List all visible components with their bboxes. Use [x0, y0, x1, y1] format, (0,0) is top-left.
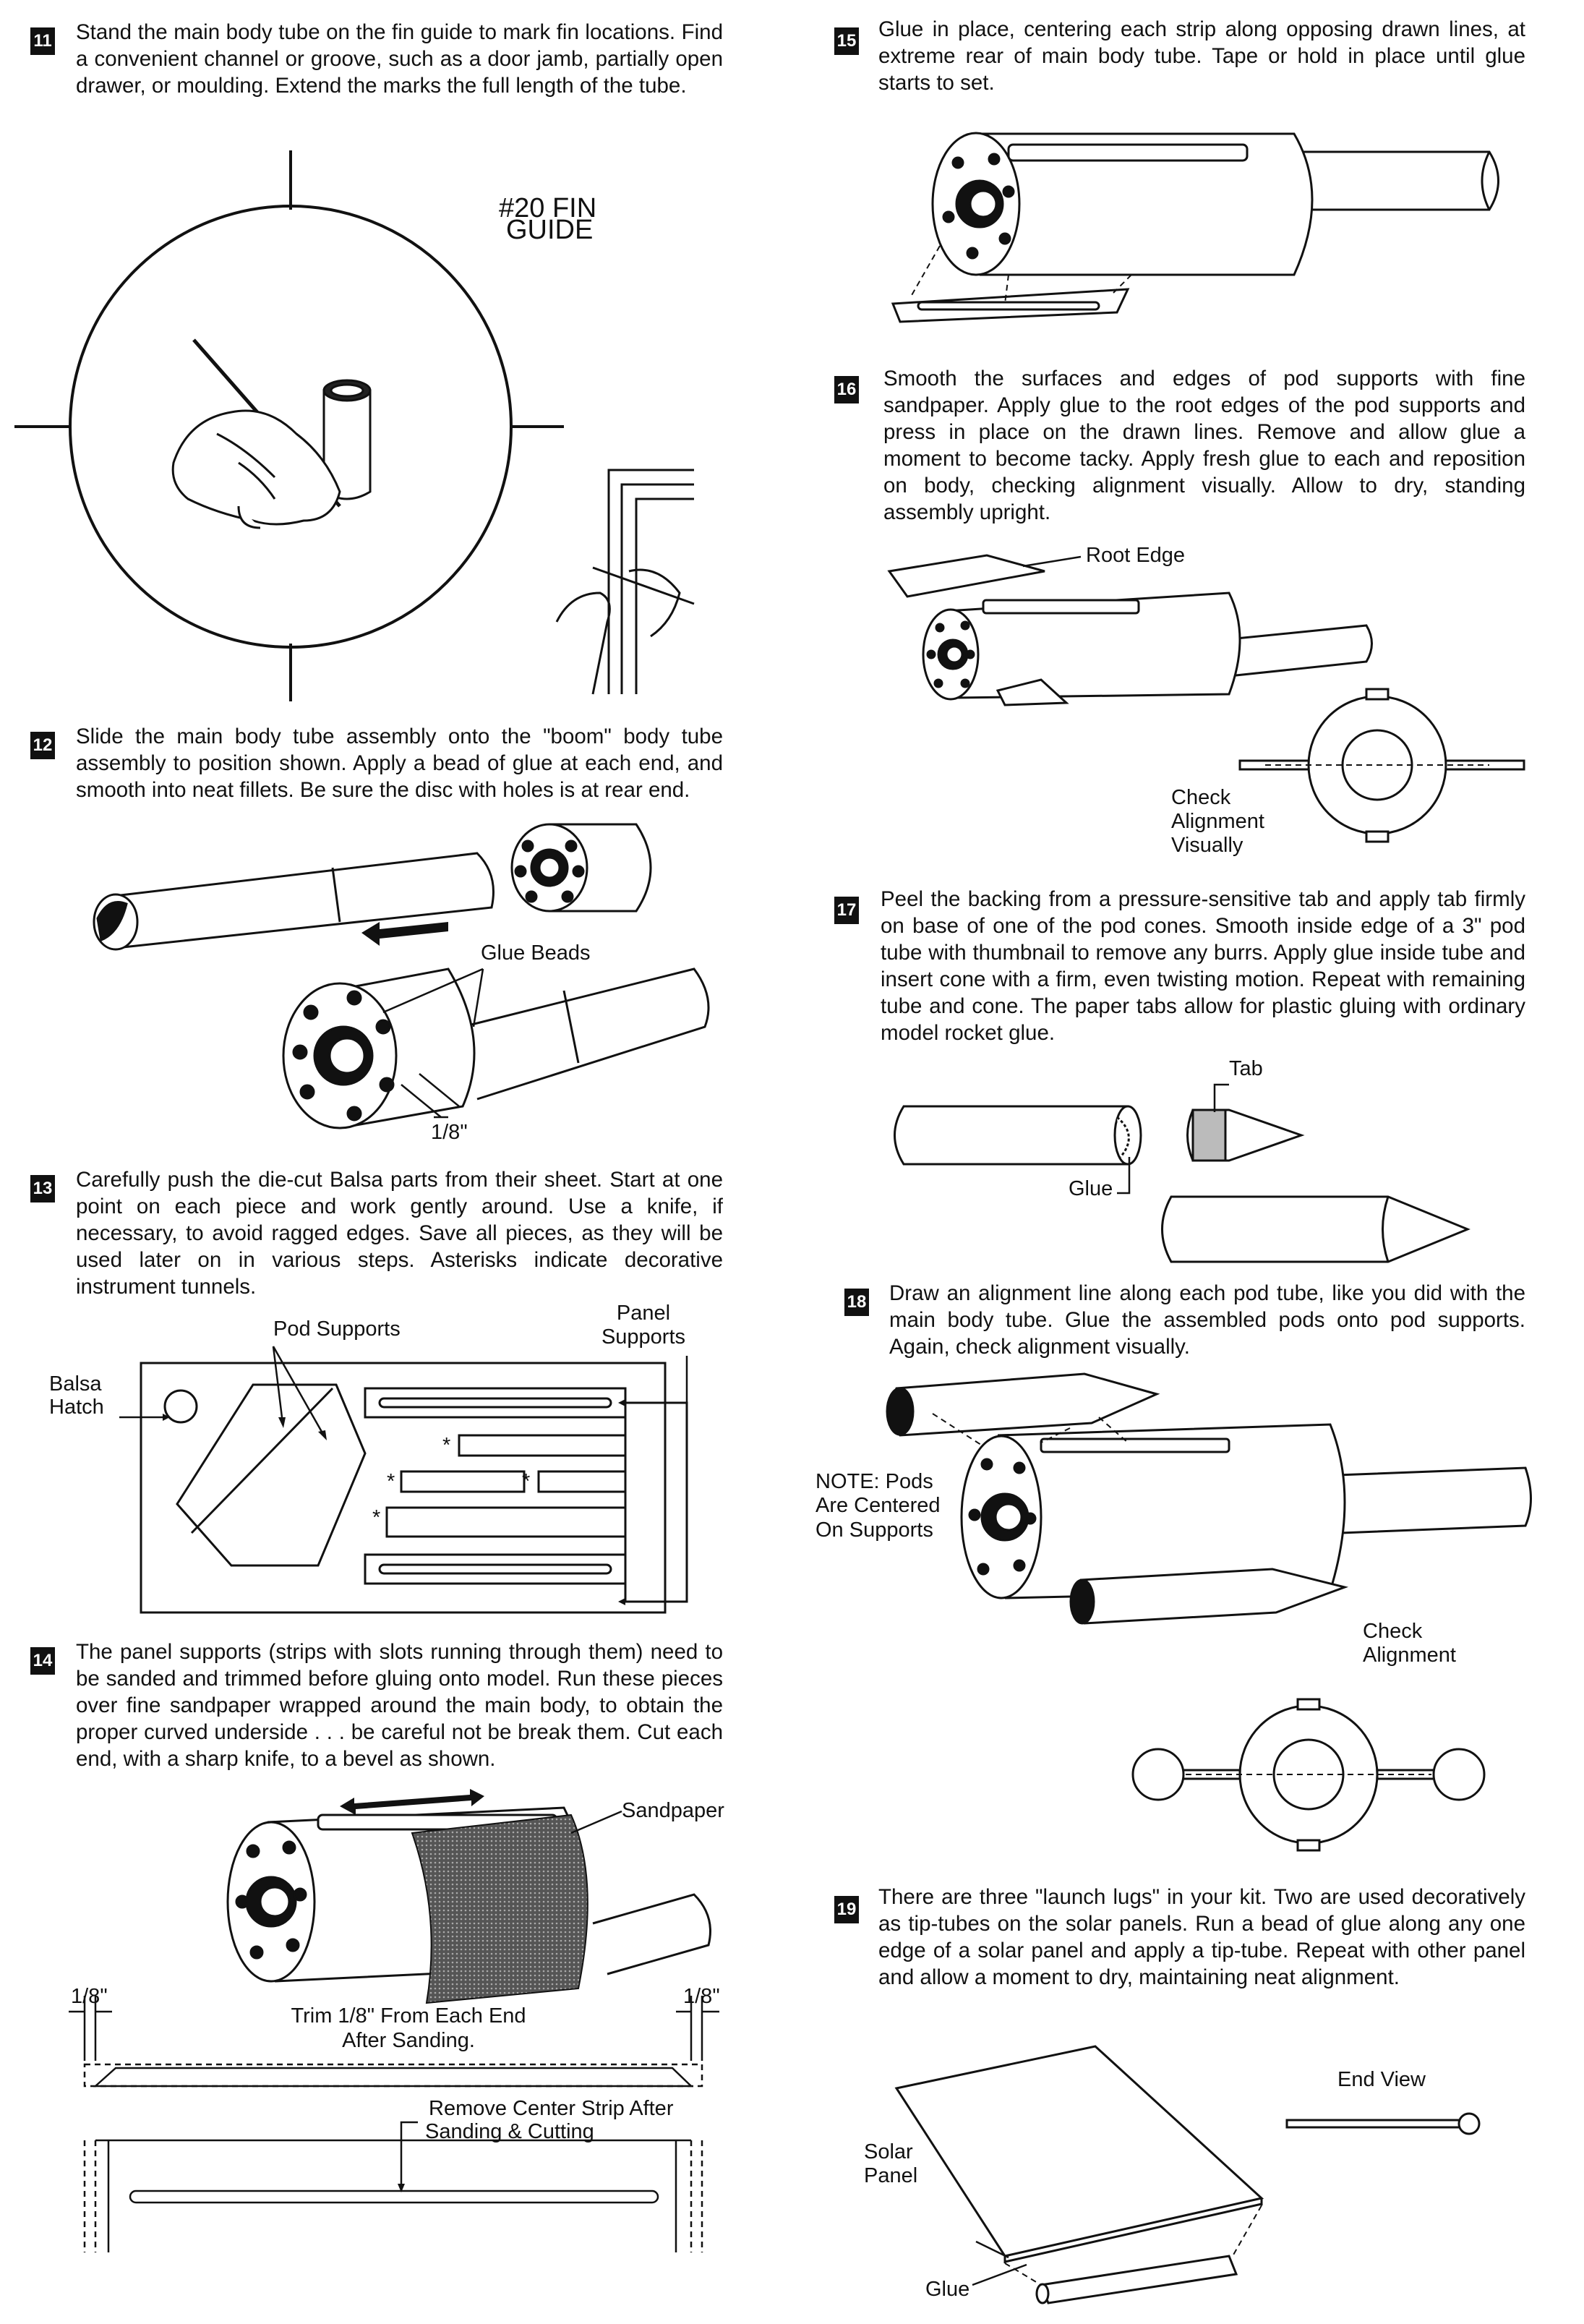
glue-leader-19	[975, 2240, 1009, 2259]
note-pods-line3: On Supports	[815, 1518, 933, 1542]
step-12-number: 12	[30, 732, 55, 759]
step-13-text: Carefully push the die-cut Balsa parts f…	[76, 1168, 723, 1299]
pod-tube-and-cone	[894, 1105, 1470, 1263]
strip-diagram	[83, 2121, 703, 2252]
solar-dashed-guides	[1004, 2205, 1262, 2286]
glue-leader-17	[1117, 1157, 1131, 1195]
solar-panel-label-line1: Solar	[864, 2140, 913, 2163]
end-view-label: End View	[1337, 2068, 1426, 2091]
alignment-disc-18	[1131, 1698, 1486, 1852]
trim-diagram	[69, 1996, 719, 2088]
note-pods-line1: NOTE: Pods	[815, 1470, 933, 1493]
eighth-inch-label-left: 1/8"	[71, 1985, 108, 2008]
step-15-number: 15	[834, 27, 859, 55]
step-19-number: 19	[834, 1896, 859, 1923]
eighth-inch-label-right: 1/8"	[683, 1985, 720, 2008]
fin-guide-label-line1: #20 FIN	[499, 193, 597, 223]
pod-dashed-guides	[932, 1413, 1129, 1447]
step-16-number: 16	[834, 376, 859, 403]
eighth-inch-label-12: 1/8"	[431, 1121, 468, 1144]
step-14-text: The panel supports (strips with slots ru…	[76, 1640, 723, 1771]
step-14-number: 14	[30, 1647, 55, 1675]
balsa-leader-arrows	[163, 1399, 625, 1605]
check-alignment-18-line1: Check	[1363, 1620, 1423, 1643]
check-alignment-16-line2: Alignment	[1171, 810, 1264, 833]
balsa-leaders	[119, 1346, 688, 1432]
step-15-text: Glue in place, centering each strip alon…	[878, 17, 1525, 95]
step-11-number: 11	[30, 27, 55, 55]
step-11-text: Stand the main body tube on the fin guid…	[76, 20, 723, 98]
slide-arrow	[361, 922, 448, 946]
note-pods-line2: Are Centered	[815, 1494, 941, 1517]
panel-supports-label-line1: Panel	[616, 1302, 671, 1325]
tab-label: Tab	[1229, 1057, 1263, 1080]
pod-support-body	[887, 554, 1373, 706]
asterisk-4: *	[372, 1506, 381, 1529]
step-17-number: 17	[834, 897, 859, 924]
balsa-hatch-label-line1: Balsa	[49, 1372, 102, 1396]
boom-tube	[93, 852, 495, 951]
glue-leader-19b	[972, 2263, 1027, 2286]
step-12-text: Slide the main body tube assembly onto t…	[76, 725, 723, 802]
panel-supports-label-line2: Supports	[601, 1325, 686, 1349]
tab-leader	[1213, 1083, 1229, 1112]
assembled-tube	[282, 967, 710, 1129]
strip-dashed-guides	[910, 245, 1132, 304]
trim-label-line1: Trim 1/8" From Each End	[291, 2004, 526, 2028]
solar-panel	[894, 2045, 1264, 2304]
main-body-tube-small	[510, 823, 652, 913]
strip-leader-arrow	[398, 2184, 405, 2192]
standing-tube	[322, 379, 372, 500]
pod-supports-label: Pod Supports	[273, 1317, 401, 1341]
step-13-number: 13	[30, 1175, 55, 1202]
balsa-hatch-label-line2: Hatch	[49, 1396, 104, 1419]
glue-label-17: Glue	[1069, 1177, 1113, 1200]
remove-strip-label-line1: Remove Center Strip After	[429, 2097, 674, 2120]
step-16-text: Smooth the surfaces and edges of pod sup…	[883, 367, 1525, 524]
root-edge-label: Root Edge	[1086, 544, 1186, 567]
end-view-diagram	[1285, 2112, 1481, 2135]
asterisk-3: *	[522, 1470, 531, 1493]
step-18-text: Draw an alignment line along each pod tu…	[889, 1281, 1525, 1359]
door-jamb	[555, 469, 695, 695]
sandpaper-sheet	[411, 1814, 588, 2004]
sandpaper-label: Sandpaper	[622, 1799, 724, 1822]
remove-strip-label-line2: Sanding & Cutting	[425, 2120, 594, 2143]
asterisk-1: *	[442, 1434, 451, 1457]
check-alignment-18-line2: Alignment	[1363, 1644, 1456, 1667]
trim-label-line2: After Sanding.	[342, 2029, 475, 2052]
sanding-arrow	[340, 1789, 484, 1815]
glue-bead-leaders	[382, 967, 484, 1119]
solar-panel-label-line2: Panel	[864, 2164, 918, 2187]
check-alignment-16-line3: Visually	[1171, 834, 1243, 857]
step-18-number: 18	[844, 1289, 869, 1316]
step-19-text: There are three "launch lugs" in your ki…	[878, 1885, 1525, 1989]
asterisk-2: *	[387, 1470, 395, 1493]
fin-guide-label-line2: GUIDE	[506, 215, 594, 245]
balsa-sheet	[140, 1362, 688, 1614]
hand-with-pencil	[171, 338, 341, 529]
check-alignment-16-line1: Check	[1171, 786, 1231, 809]
glue-label-19: Glue	[925, 2278, 970, 2301]
glue-beads-label: Glue Beads	[481, 941, 591, 965]
pods-assembly	[886, 1372, 1532, 1625]
step-17-text: Peel the backing from a pressure-sensiti…	[881, 887, 1525, 1045]
alignment-disc-16	[1238, 688, 1525, 843]
tube-with-strip	[891, 132, 1499, 323]
